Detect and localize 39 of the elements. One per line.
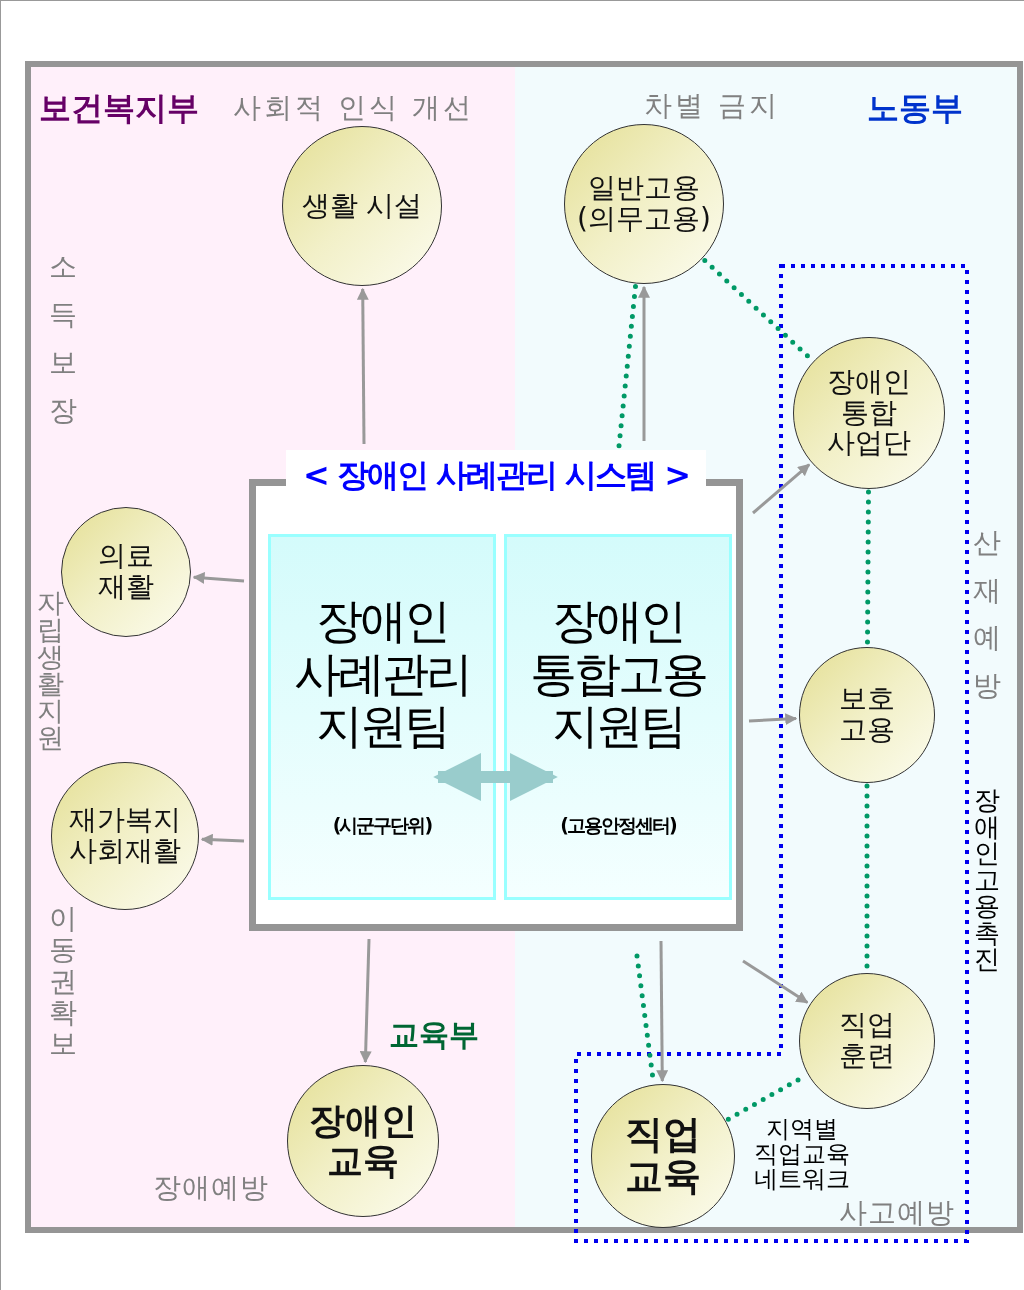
area-label: 장애예방 (153, 1170, 269, 1206)
team-unit: (시군구단위) (332, 812, 432, 838)
service-name: 장애인 통합 사업단 (826, 366, 912, 460)
ministry-label: 보건복지부 (39, 88, 199, 129)
arrow (192, 572, 245, 584)
team-name: 장애인 통합고용 지원팀 (529, 595, 707, 753)
team-box (504, 534, 732, 900)
vertical-label: 자립생활지원 (37, 589, 64, 751)
area-label: 사회적 인식 개선 (233, 90, 474, 126)
vertical-label: 소득보장 (49, 249, 77, 430)
arrow (200, 833, 245, 846)
service-name: 직업 교육 (624, 1114, 702, 1198)
ministry-label: 노동부 (867, 88, 963, 129)
arrow (638, 285, 650, 441)
team-box (268, 534, 496, 900)
service-name: 생활 시설 (300, 190, 424, 222)
vertical-label: 장애인고용촉진 (974, 787, 1000, 973)
team-name: 장애인 사례관리 지원팀 (293, 595, 471, 753)
area-label: 사고예방 (839, 1195, 955, 1231)
service-name: 재가복지 사회재활 (68, 805, 182, 867)
service-name: 보호 고용 (838, 684, 896, 746)
ministry-label: 교육부 (389, 1016, 479, 1054)
arrow (742, 959, 809, 1004)
vertical-label: 이동권 확보 (49, 903, 77, 1060)
service-name: 장애인 교육 (308, 1101, 418, 1181)
arrow (656, 941, 669, 1083)
area-label: 차별 금지 (644, 88, 780, 124)
arrow (752, 463, 811, 515)
arrow (433, 753, 558, 801)
team-unit: (고용안정센터) (560, 812, 676, 838)
vertical-label: 산재예방 (973, 525, 1001, 704)
service-name: 직업 훈련 (838, 1010, 896, 1072)
arrow (356, 287, 369, 444)
dotted-link (616, 284, 638, 449)
service-name: 의료 재활 (97, 541, 155, 603)
arrow (359, 938, 372, 1064)
dotted-link (864, 489, 871, 647)
arrow (748, 713, 798, 726)
service-name: 일반고용 (의무고용) (576, 173, 712, 235)
